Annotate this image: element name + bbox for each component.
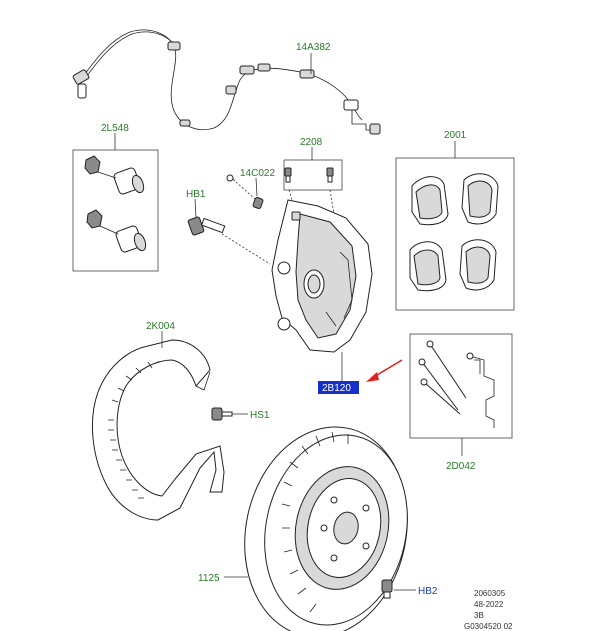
label-2k004[interactable]: 2K004 xyxy=(146,321,175,332)
bleed-screw[interactable] xyxy=(226,174,264,210)
brake-wear-sensor[interactable] xyxy=(72,29,381,135)
bleed-kit[interactable] xyxy=(283,147,343,191)
label-hb1[interactable]: HB1 xyxy=(186,189,206,200)
dust-shield[interactable] xyxy=(91,339,225,521)
ref-line-1: 2060305 xyxy=(474,589,506,598)
disc-screw[interactable] xyxy=(381,579,393,599)
shield-screw[interactable] xyxy=(211,407,233,421)
label-2001[interactable]: 2001 xyxy=(444,130,467,141)
ref-line-4: G0304520 02 xyxy=(464,622,513,631)
label-2d042[interactable]: 2D042 xyxy=(446,461,476,472)
label-hs1[interactable]: HS1 xyxy=(250,410,270,421)
label-1125[interactable]: 1125 xyxy=(198,573,220,584)
label-hb2[interactable]: HB2 xyxy=(418,586,438,597)
brake-disc[interactable] xyxy=(226,412,427,631)
guide-pin-kit-box[interactable] xyxy=(72,133,159,272)
label-14a382[interactable]: 14A382 xyxy=(296,42,331,53)
label-2b120[interactable]: 2B120 xyxy=(322,383,351,394)
label-2l548[interactable]: 2L548 xyxy=(101,123,129,134)
brake-caliper[interactable] xyxy=(271,199,373,353)
label-2b120-highlight xyxy=(318,381,359,394)
brake-pad-set-box[interactable] xyxy=(395,141,515,311)
ref-line-2: 48-2022 xyxy=(474,600,504,609)
red-arrow-icon xyxy=(366,359,403,382)
pad-fitting-kit-box[interactable] xyxy=(409,333,513,456)
ref-line-3: 3B xyxy=(474,611,484,620)
caliper-bolt[interactable] xyxy=(187,216,271,265)
label-2208[interactable]: 2208 xyxy=(300,137,323,148)
label-14c022[interactable]: 14C022 xyxy=(240,168,275,179)
